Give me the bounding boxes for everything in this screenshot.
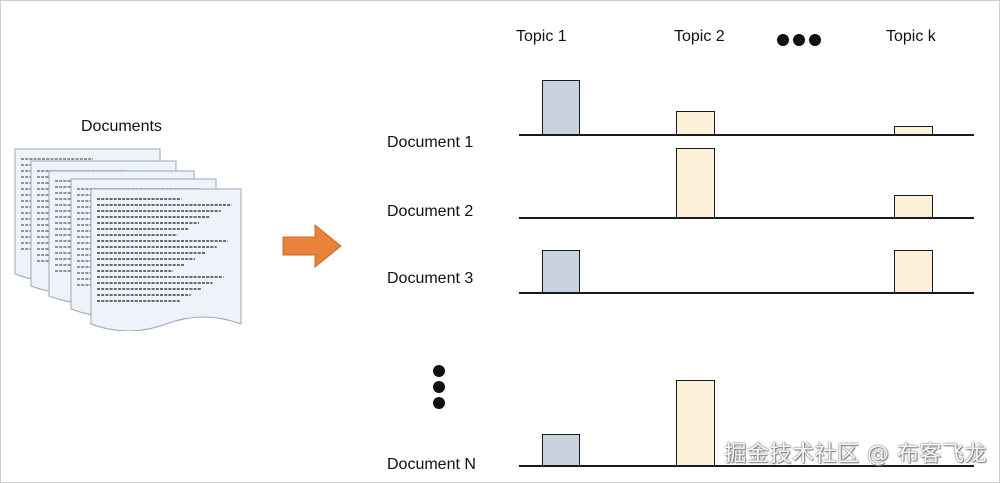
document-3-label: Document 3 bbox=[387, 270, 474, 287]
documents-label: Documents bbox=[81, 118, 162, 135]
topic-1-header: Topic 1 bbox=[516, 28, 567, 45]
ellipsis-dot-v3 bbox=[433, 397, 445, 409]
bar-doc3-topic1 bbox=[542, 250, 580, 293]
watermark: 掘金技术社区 @ 布客飞龙 bbox=[724, 442, 987, 467]
ellipsis-dot-v1 bbox=[433, 365, 445, 377]
topic-k-header: Topic k bbox=[886, 28, 936, 45]
ellipsis-dot-h3 bbox=[809, 34, 821, 46]
bar-doc4-topic1 bbox=[542, 434, 580, 466]
document-2-label: Document 2 bbox=[387, 203, 474, 220]
bar-doc4-topic2 bbox=[676, 380, 715, 466]
bar-doc1-topick bbox=[894, 126, 933, 135]
document-stack-icon bbox=[14, 148, 242, 331]
document-3-baseline bbox=[519, 292, 974, 294]
bar-doc2-topic2 bbox=[676, 148, 715, 218]
document-n-label: Document N bbox=[387, 456, 476, 473]
document-n-baseline bbox=[519, 465, 974, 467]
ellipsis-dot-h1 bbox=[777, 34, 789, 46]
ellipsis-dot-h2 bbox=[793, 34, 805, 46]
bar-doc2-topick bbox=[894, 195, 933, 218]
right-arrow-icon bbox=[282, 223, 342, 269]
ellipsis-dot-v2 bbox=[433, 381, 445, 393]
document-1-label: Document 1 bbox=[387, 134, 474, 151]
bar-doc3-topick bbox=[894, 250, 933, 293]
bar-doc1-topic1 bbox=[542, 80, 580, 135]
bar-doc1-topic2 bbox=[676, 111, 715, 135]
document-2-baseline bbox=[519, 217, 974, 219]
document-1-baseline bbox=[519, 134, 974, 136]
topic-2-header: Topic 2 bbox=[674, 28, 725, 45]
